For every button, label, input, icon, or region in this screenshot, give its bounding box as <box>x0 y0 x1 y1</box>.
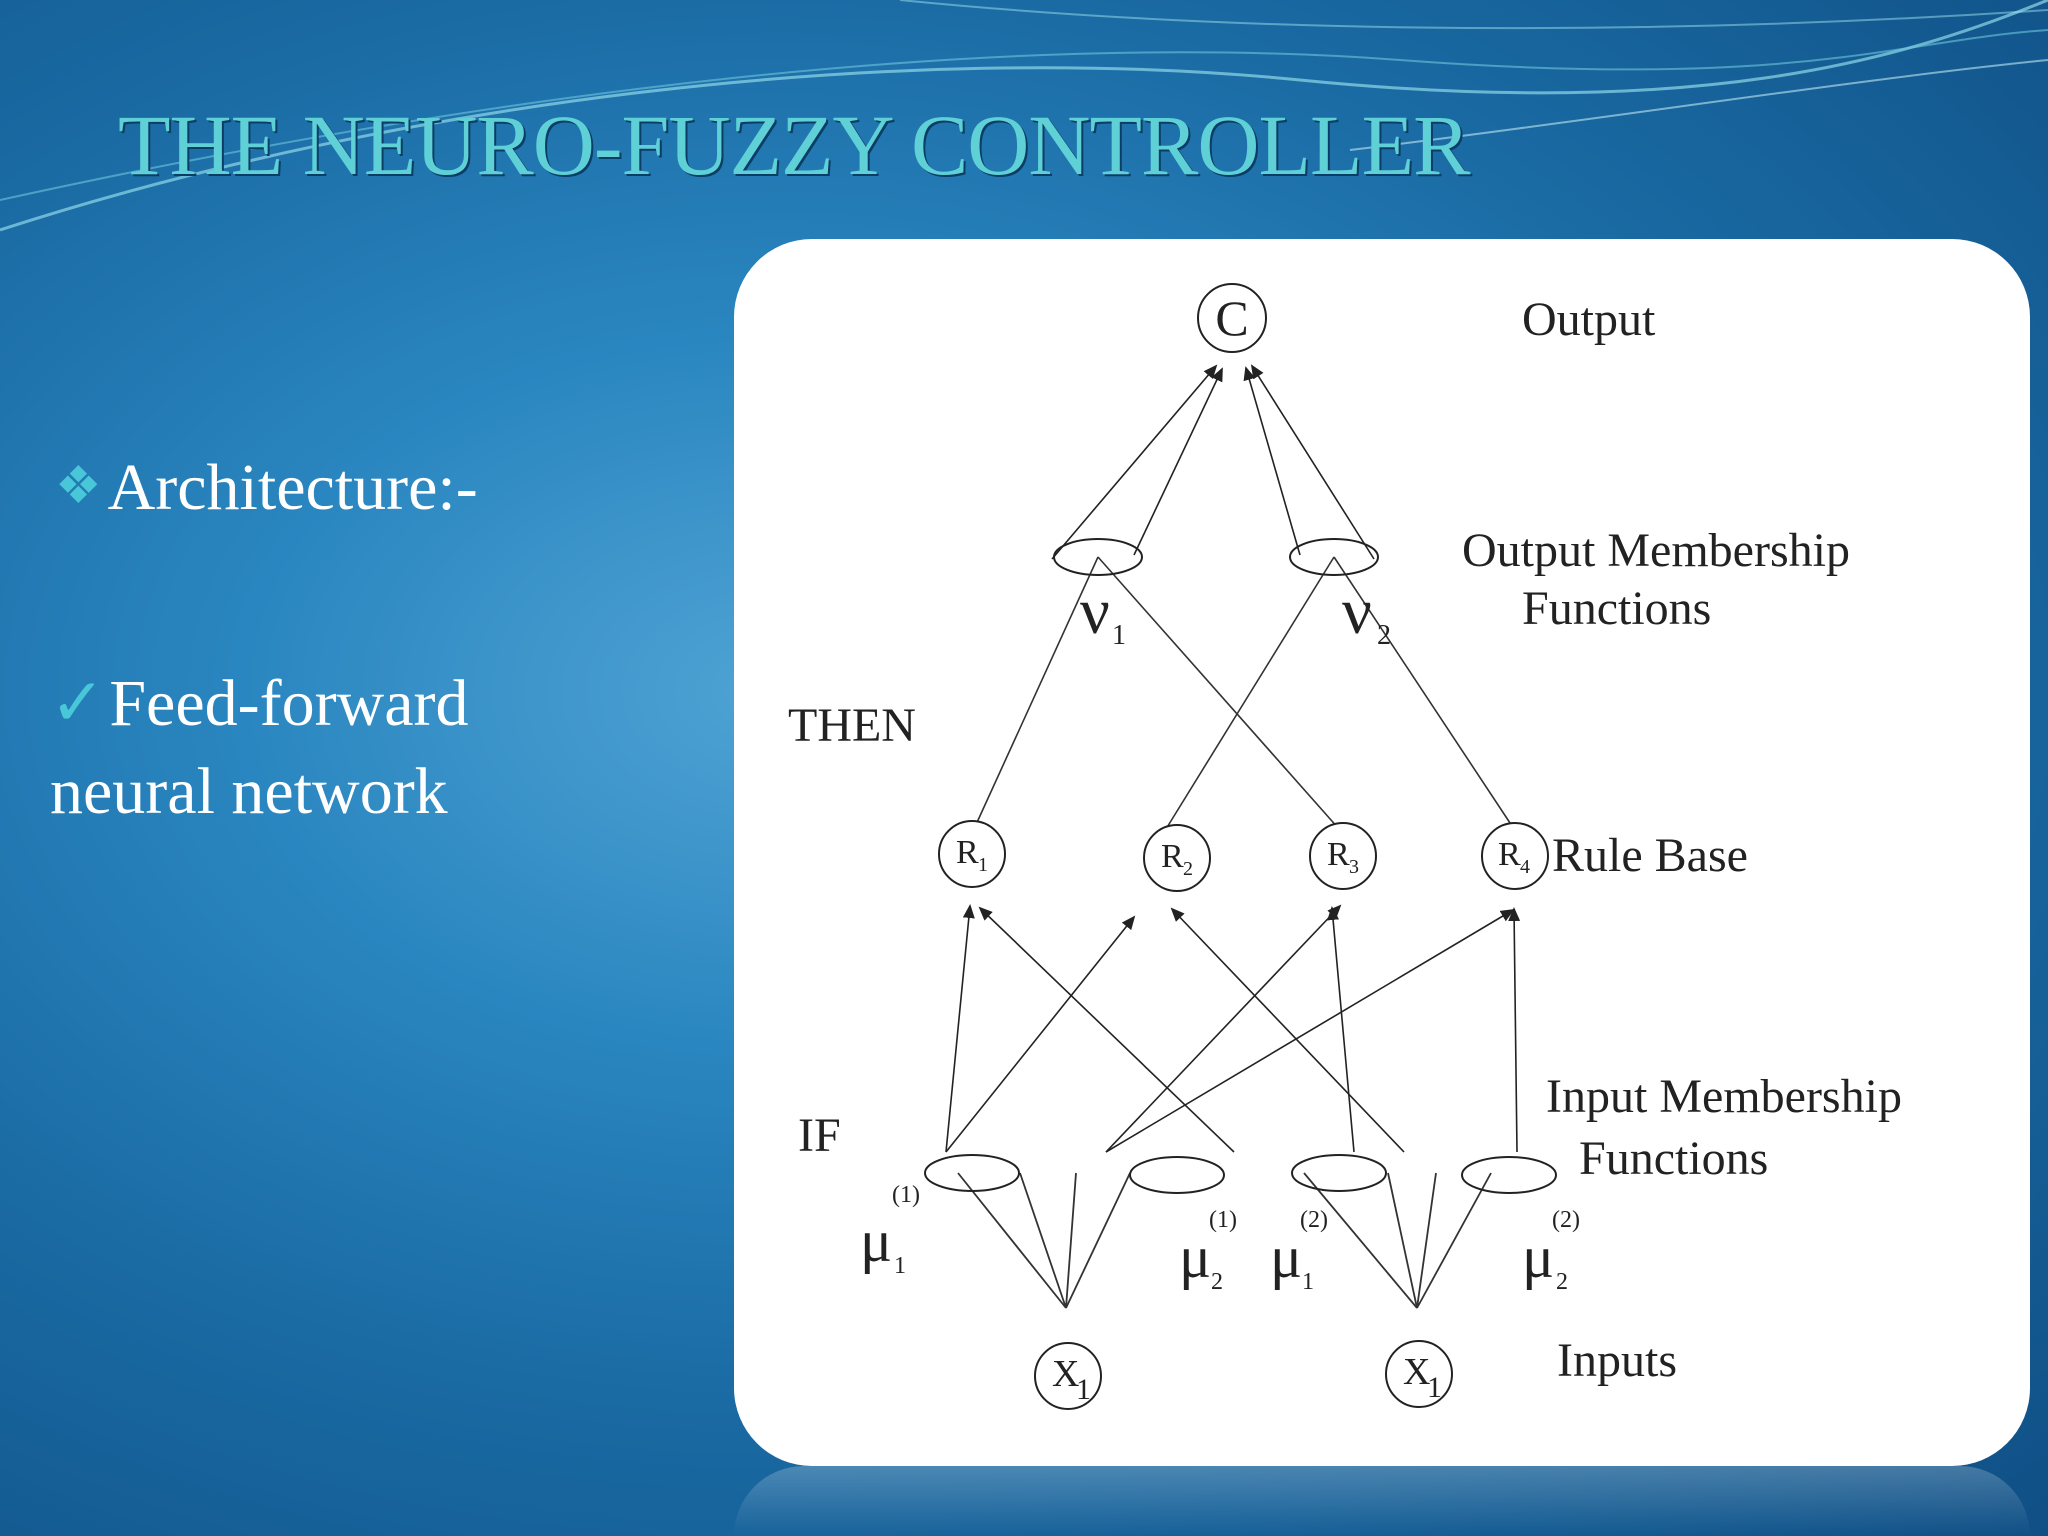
input-x1-left-sub: 1 <box>1076 1373 1091 1406</box>
output-node-label: C <box>1215 290 1248 346</box>
rule-to-output-mf-edges <box>973 556 1515 830</box>
label-output-mf-line2: Functions <box>1522 582 1711 635</box>
input-mf-mu1-1: μ 1 (1) <box>860 1154 1020 1279</box>
input-x1-right-symbol: X <box>1403 1351 1430 1393</box>
rule-node-r4: R 4 <box>1481 822 1549 890</box>
bullet-sub-line2: neural network <box>50 755 448 828</box>
neuro-fuzzy-diagram: C ν 1 ν 2 R 1 R 2 R 3 <box>788 283 1902 1410</box>
bullet-architecture-text: Architecture:- <box>107 451 478 524</box>
rule-r2-sub: 2 <box>1183 858 1193 880</box>
input-mf-mu1-1-symbol: μ <box>860 1208 892 1274</box>
input-mf-mu2-2: μ 2 (2) <box>1461 1156 1580 1295</box>
label-input-mf-line2: Functions <box>1579 1132 1768 1185</box>
input-mf-mu1-2-sup: (2) <box>1300 1207 1328 1233</box>
rule-node-r1: R 1 <box>938 820 1006 888</box>
rule-r2-symbol: R <box>1161 838 1184 875</box>
input-x1-right-sub: 1 <box>1427 1371 1442 1404</box>
rule-node-r3: R 3 <box>1309 822 1377 890</box>
decorative-waves <box>0 0 2048 232</box>
input-mf-mu1-1-sub: 1 <box>894 1253 906 1279</box>
output-node-c: C <box>1197 283 1267 353</box>
label-output: Output <box>1522 293 1656 346</box>
diagram-panel: C ν 1 ν 2 R 1 R 2 R 3 <box>734 239 2030 1466</box>
bullet-feed-forward: ✓Feed-forward neural network <box>50 660 650 836</box>
slide-title: THE NEURO-FUZZY CONTROLLER <box>118 97 1470 193</box>
rule-r4-symbol: R <box>1498 836 1521 873</box>
input-mf-mu2-1-sup: (1) <box>1209 1207 1237 1233</box>
input-mf-mu2-2-sub: 2 <box>1556 1269 1568 1295</box>
input-mf-mu2-1: μ 2 (1) <box>1129 1156 1237 1295</box>
rule-r1-sub: 1 <box>978 854 988 876</box>
output-mf-nu2: ν 2 <box>1289 538 1391 651</box>
rule-r4-sub: 4 <box>1520 856 1530 878</box>
input-mf-mu1-2-symbol: μ <box>1270 1224 1302 1290</box>
label-inputs: Inputs <box>1557 1334 1677 1387</box>
output-mf-nu1-symbol: ν <box>1080 575 1110 648</box>
label-rule-base: Rule Base <box>1552 829 1748 882</box>
input-mf-mu1-1-sup: (1) <box>892 1182 920 1208</box>
diamond-bullet-icon: ❖ <box>55 458 102 515</box>
bullet-sub-line1: Feed-forward <box>109 667 469 740</box>
label-then: THEN <box>788 699 916 752</box>
output-mf-nu2-symbol: ν <box>1342 575 1372 648</box>
label-if: IF <box>798 1109 841 1162</box>
input-mf-mu2-2-symbol: μ <box>1522 1224 1554 1290</box>
input-mf-mu1-2-sub: 1 <box>1302 1269 1314 1295</box>
output-mf-nu2-sub: 2 <box>1377 620 1391 651</box>
checkmark-icon: ✓ <box>50 667 106 740</box>
rule-r3-sub: 3 <box>1349 856 1359 878</box>
rule-r3-symbol: R <box>1327 836 1350 873</box>
input-mf-mu2-1-symbol: μ <box>1179 1224 1211 1290</box>
rule-r1-symbol: R <box>956 834 979 871</box>
output-mf-nu1: ν 1 <box>1053 538 1143 651</box>
input-mf-mu2-1-sub: 2 <box>1211 1269 1223 1295</box>
input-to-mf-edges <box>957 1172 1492 1309</box>
panel-reflection <box>734 1466 2030 1536</box>
bullet-architecture: ❖Architecture:- <box>55 450 478 526</box>
label-input-mf-line1: Input Membership <box>1546 1070 1902 1123</box>
mf-to-rule-edges <box>945 904 1521 1153</box>
input-mf-mu1-2: μ 1 (2) <box>1270 1154 1387 1295</box>
input-x1-left-symbol: X <box>1052 1353 1079 1395</box>
output-mf-nu1-sub: 1 <box>1112 620 1126 651</box>
label-output-mf-line1: Output Membership <box>1462 524 1850 577</box>
input-node-x1-left: X 1 <box>1034 1342 1102 1410</box>
rule-node-r2: R 2 <box>1143 824 1211 892</box>
input-mf-mu2-2-sup: (2) <box>1552 1207 1580 1233</box>
output-mf-to-c-edges <box>1051 364 1375 560</box>
input-node-x1-right: X 1 <box>1385 1340 1453 1408</box>
